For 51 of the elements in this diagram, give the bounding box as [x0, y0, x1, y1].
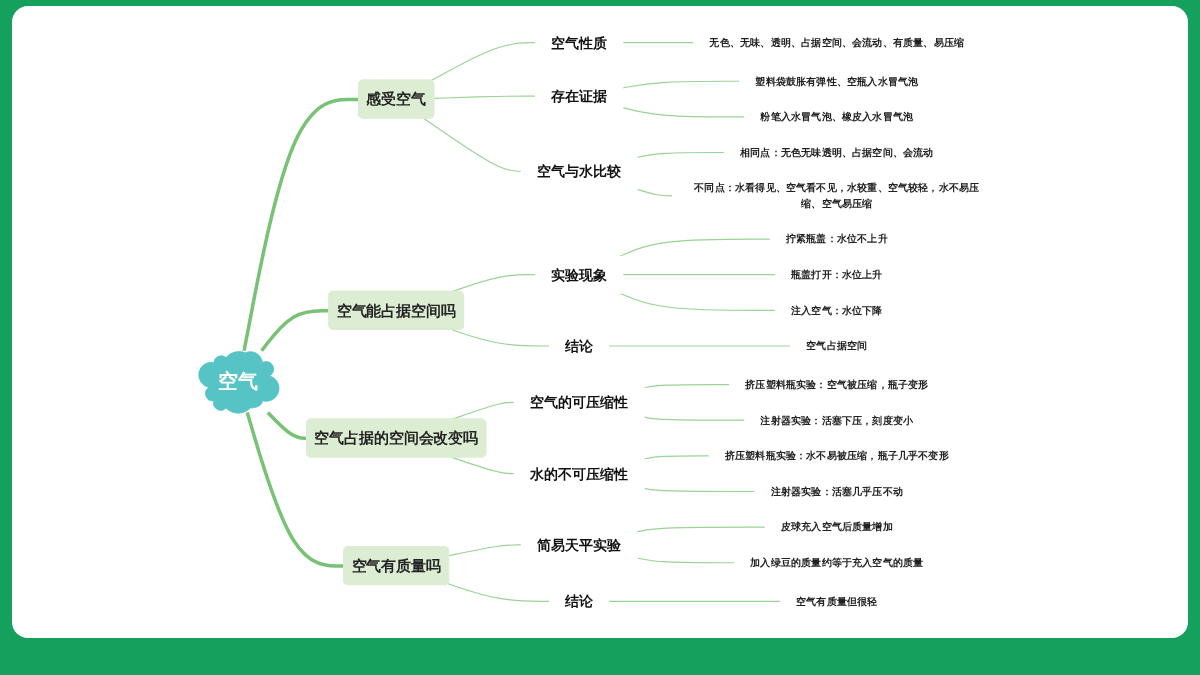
connector [622, 80, 741, 89]
connector [433, 95, 536, 99]
connector [643, 487, 756, 493]
connector [636, 151, 725, 159]
node-text: 空气占据空间 [806, 339, 868, 352]
connector [636, 526, 766, 533]
connector [622, 274, 776, 276]
node-text: 简易天平实验 [536, 536, 622, 554]
node-text: 塑料袋鼓胀有弹性、空瓶入水冒气泡 [755, 75, 919, 87]
node-text: 加入绿豆的质量约等于充入空气的质量 [750, 556, 924, 569]
node-text: 拧紧瓶盖：水位不上升 [785, 233, 888, 245]
connector [608, 600, 781, 602]
connector [245, 412, 345, 568]
connector [643, 416, 746, 421]
node-text: 粉笔入水冒气泡、橡皮入水冒气泡 [760, 110, 914, 123]
node-text: 注射器实验：活塞几乎压不动 [770, 485, 903, 498]
connector [423, 117, 522, 172]
node-text: 结论 [564, 337, 594, 355]
node-text: 空气与水比较 [536, 163, 622, 180]
connector [636, 557, 736, 564]
node-text: 注射器实验：活塞下压，刻度变小 [760, 414, 914, 426]
node-text: 挤压塑料瓶实验：空气被压缩，瓶子变形 [745, 378, 929, 391]
connector [619, 238, 771, 257]
node-text: 皮球充入空气后质量增加 [780, 521, 893, 533]
connector [242, 97, 359, 352]
connector [260, 308, 330, 352]
node-text: 瓶盖打开：水位上升 [790, 268, 883, 281]
connector [643, 383, 731, 389]
connector [622, 42, 695, 44]
card-background: 空气 感受空气 空气性质 无色、无味、透明、占据空间、会流动、有质量、易压缩 存在证据 塑料袋鼓胀有弹性、空瓶入水冒气泡 粉笔入水冒气泡、橡皮入水冒气泡 空气与水比较 相同点：无色无味透明、占据空间、会流动 不同点：水看得见、空气看不见，水较重、空气较轻，水不易压缩、空气易压缩 空气能占据空间吗 实验现象 拧紧瓶盖：水位不上升 瓶盖打开：水位上升 注入空气：水位下降 结论 空气占据空间 空气占据的空间会改变吗 空气的可压缩性 挤压塑料瓶实验：空气被压缩，瓶子变形 注射器实验：活塞下压，刻度变小 水的不可压缩性 挤压塑料瓶实验：水不易被压缩，瓶子几乎不变形 注射器实验：活塞几乎压不动 空气有质量吗 简易天平实验 皮球充入空气后质量增加 加入绿豆的质量约等于充入空气的质量 结论 空气有质量但很轻 [12, 6, 1188, 638]
node-text: 挤压塑料瓶实验：水不易被压缩，瓶子几乎不变形 [724, 449, 949, 462]
node-text: 空气性质 [550, 34, 608, 51]
node-text: 相同点：无色无味透明、占据空间、会流动 [740, 146, 934, 159]
node-text: 水的不可压缩性 [529, 465, 629, 482]
connector [622, 107, 746, 118]
connector [643, 455, 710, 460]
node-text: 无色、无味、透明、占据空间、会流动、有质量、易压缩 [709, 36, 965, 49]
node-text: 不同点：水看得见、空气看不见，水较重、空气较轻，水不易压缩、空气易压缩 [694, 182, 980, 210]
node-text: 结论 [564, 593, 594, 610]
node-text: 空气的可压缩性 [529, 394, 629, 411]
connector [451, 329, 550, 347]
node-text: 空气有质量但很轻 [796, 595, 878, 608]
connector [448, 544, 522, 557]
connector [608, 345, 792, 347]
connector [447, 583, 550, 602]
node-text: 实验现象 [550, 266, 608, 283]
node-text: 存在证据 [550, 87, 608, 105]
connector [636, 188, 673, 197]
node-text: 注入空气：水位下降 [790, 304, 883, 317]
connector [266, 411, 307, 441]
connector [430, 42, 536, 82]
